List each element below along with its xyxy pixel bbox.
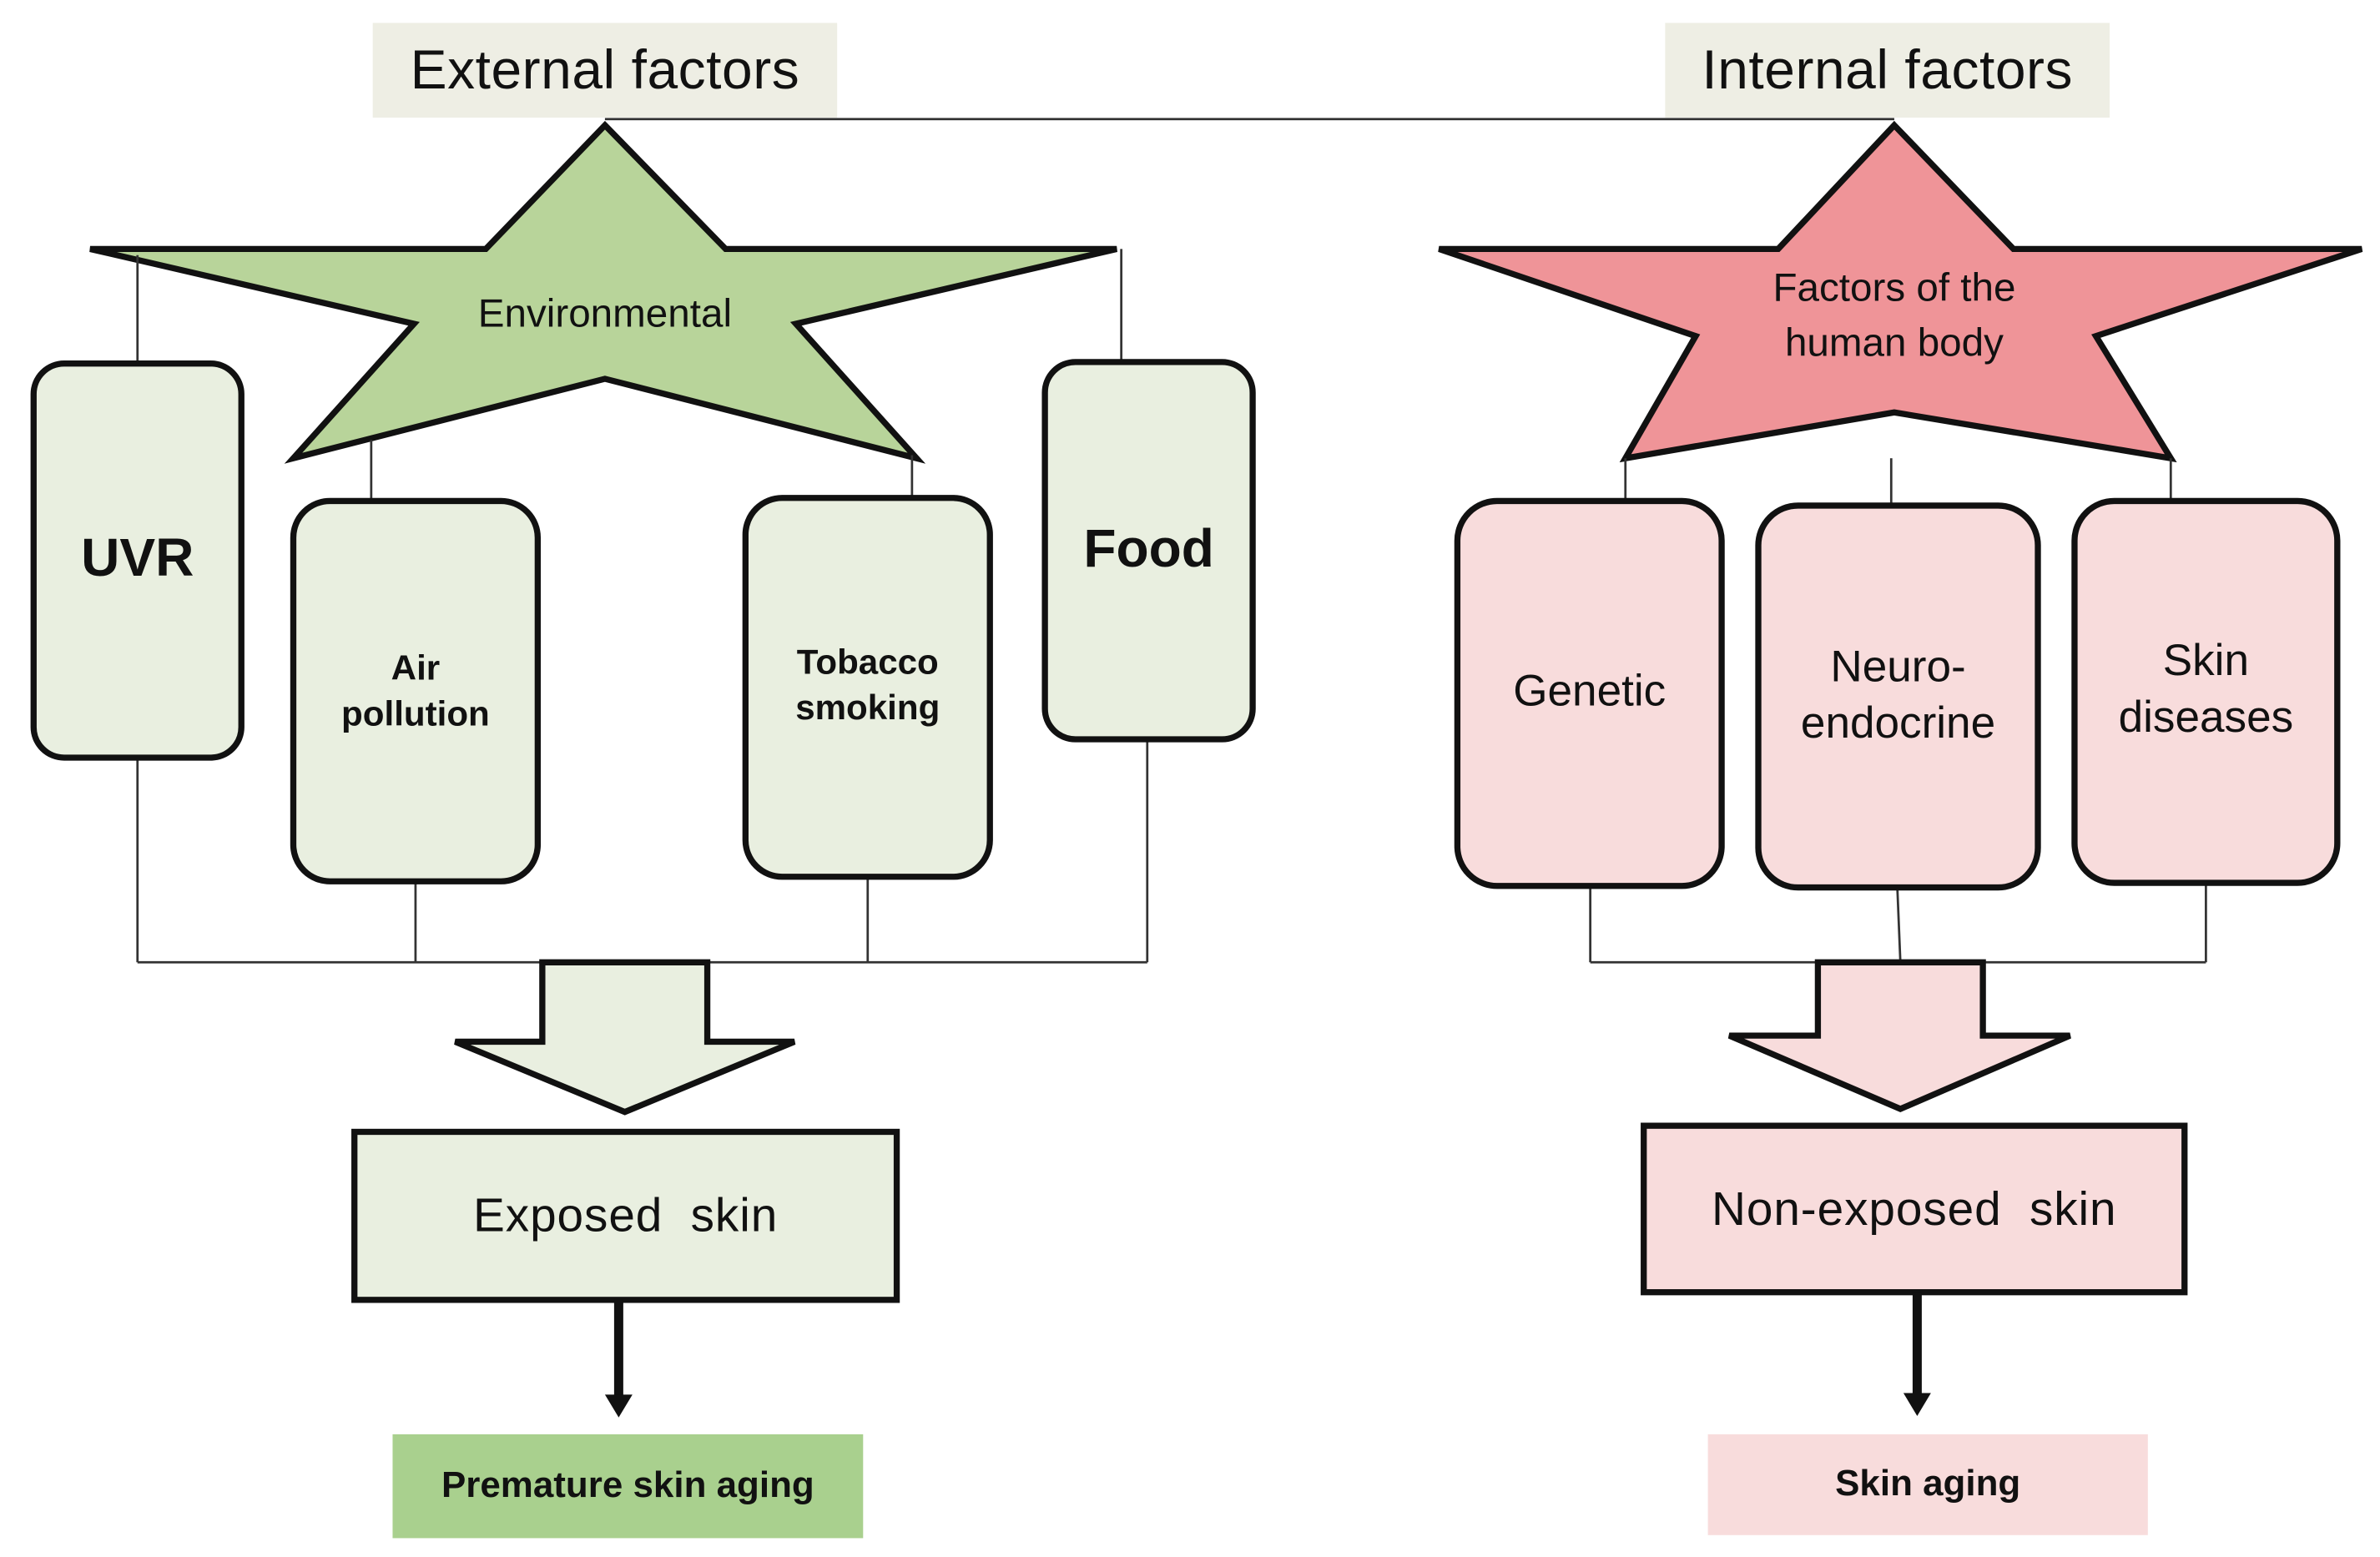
genetic-box [1454, 497, 1725, 889]
human-body-label: Factors of the human body [1696, 254, 2093, 375]
human-body-star [1438, 120, 2363, 463]
internal-small-arrow-head [1903, 1393, 1931, 1416]
internal-factors-title: Internal factors [1702, 38, 2074, 101]
uvr-box [30, 360, 245, 761]
non-exposed-skin-box [1641, 1122, 2188, 1296]
skin-diseases-box [2071, 497, 2341, 886]
food-box [1041, 359, 1256, 743]
neuroendocrine-label-line1: Neuro- [1830, 642, 1966, 693]
connector-neuro-bottom [1896, 887, 1902, 963]
environmental-label: Environmental [477, 290, 733, 336]
external-down-arrow [454, 959, 796, 1116]
tobacco-smoking-box [742, 495, 993, 880]
air-pollution-label-line1: Air [391, 647, 441, 688]
environmental-star [89, 120, 1118, 464]
external-factors-title: External factors [410, 38, 800, 101]
food-label: Food [1083, 519, 1214, 579]
air-pollution-label-line2: pollution [341, 693, 490, 733]
external-small-arrow-head [604, 1394, 633, 1418]
neuroendocrine-label-line2: endocrine [1800, 699, 1996, 748]
skin-aging-box [1707, 1434, 2148, 1535]
tobacco-smoking-label-line2: smoking [795, 687, 940, 728]
exposed-skin-label: Exposed skin [473, 1188, 779, 1242]
neuroendocrine-box [1755, 502, 2041, 891]
skin-aging-label: Skin aging [1835, 1463, 2021, 1505]
genetic-label: Genetic [1513, 668, 1667, 718]
external-title-bg [372, 23, 838, 118]
skin-diseases-label-line2: diseases [2118, 693, 2294, 743]
air-pollution-box [290, 497, 542, 884]
human-body-label-line2: human body [1784, 319, 2004, 365]
premature-skin-aging-box [392, 1434, 864, 1539]
premature-skin-aging-label: Premature skin aging [441, 1464, 814, 1506]
neuroendocrine-label: Neuro- endocrine [1758, 636, 2038, 758]
skin-diseases-label: Skin diseases [2075, 629, 2337, 751]
skin-diseases-label-line1: Skin [2162, 637, 2250, 686]
internal-title-bg [1665, 23, 2110, 118]
non-exposed-skin-label: Non-exposed skin [1711, 1181, 2117, 1236]
tobacco-smoking-label: Tobacco smoking [745, 632, 990, 739]
tobacco-smoking-label-line1: Tobacco [796, 642, 939, 682]
exposed-skin-box [351, 1128, 900, 1303]
internal-down-arrow [1727, 959, 2071, 1113]
human-body-label-line1: Factors of the [1772, 263, 2016, 310]
air-pollution-label: Air pollution [293, 638, 537, 745]
uvr-label: UVR [81, 528, 194, 588]
